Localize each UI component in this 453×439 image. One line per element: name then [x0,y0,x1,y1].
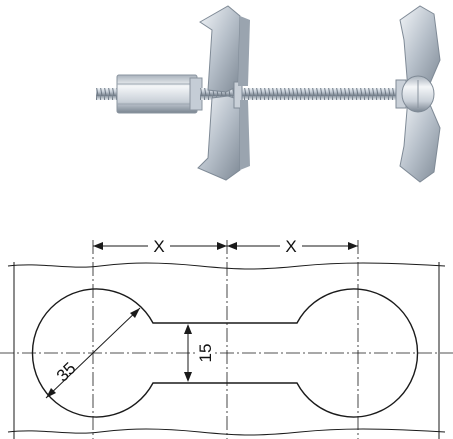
dumbbell-cutout [31,288,419,418]
threaded-rod [200,88,400,100]
dimension-hole-diameter: 35 [53,359,80,386]
connector-bolt-photo [96,5,441,183]
dimension-spacing-left: X [153,237,164,256]
bottom-break-line [7,428,446,436]
hex-sleeve-nut [116,74,198,114]
top-break-line [7,262,446,270]
technical-drawing [0,240,453,439]
dimension-slot-width: 15 [196,344,215,363]
thread-stub [96,88,118,100]
left-wing-plate [197,5,250,181]
dimension-spacing-right: X [285,237,296,256]
